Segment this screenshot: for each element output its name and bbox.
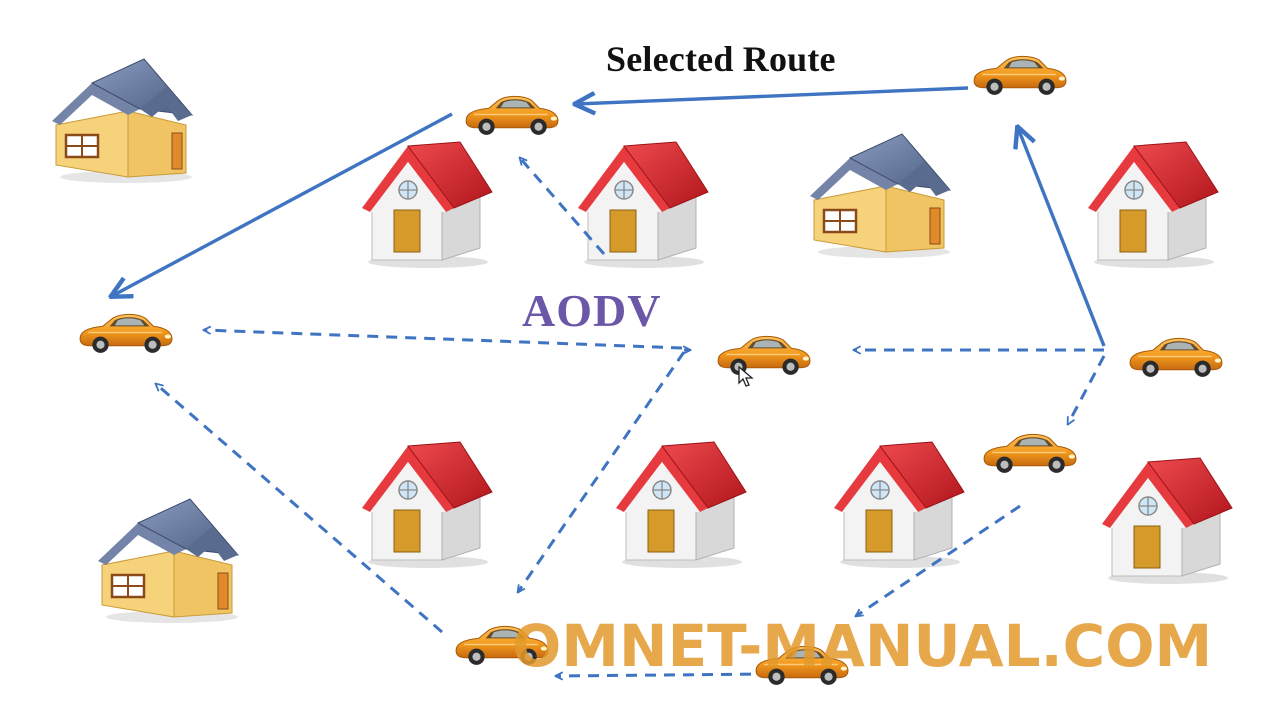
blue-roof-house-icon: [50, 57, 194, 185]
protocol-label: AODV: [522, 285, 662, 336]
red-roof-house-icon: [1101, 457, 1233, 585]
red-roof-house-icon: [1087, 141, 1219, 269]
car-icon: [983, 433, 1077, 474]
red-roof-house-icon: [577, 141, 709, 269]
selected-route: [112, 86, 1106, 347]
car-icon: [79, 313, 173, 354]
route-request-paths: [156, 158, 1106, 676]
car-icon: [465, 95, 559, 136]
red-roof-house-icon: [361, 441, 493, 569]
car-icon: [717, 335, 811, 376]
watermark-text: OMNET-MANUAL.COM: [512, 612, 1213, 680]
mouse-pointer-icon: [738, 366, 754, 388]
car-icon: [1129, 337, 1223, 378]
red-roof-house-icon: [833, 441, 965, 569]
blue-roof-house-icon: [808, 132, 952, 260]
selected-route-label: Selected Route: [606, 39, 836, 79]
red-roof-house-icon: [361, 141, 493, 269]
blue-roof-house-icon: [96, 497, 240, 625]
red-roof-house-icon: [615, 441, 747, 569]
car-icon: [973, 55, 1067, 96]
